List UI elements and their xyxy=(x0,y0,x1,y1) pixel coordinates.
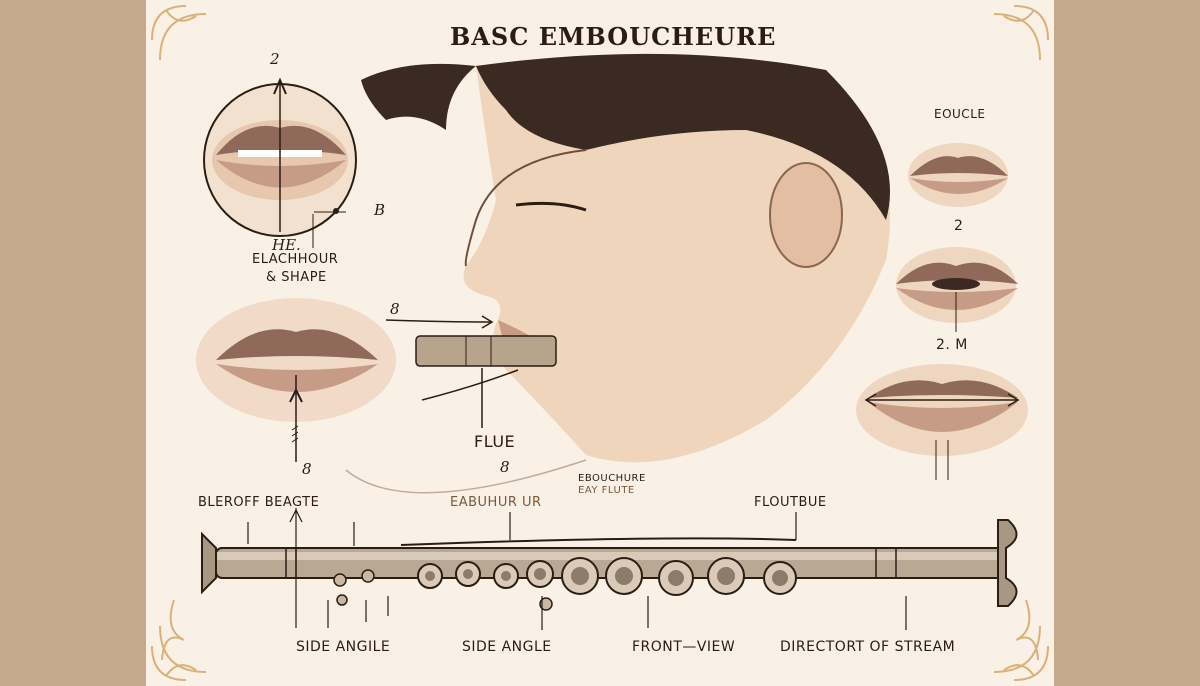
lips-closeup-circle xyxy=(203,77,357,248)
label-front-view: FRONT—VIEW xyxy=(632,639,736,655)
label-eabuhur-ur: EABUHUR UR xyxy=(450,495,542,510)
label-eay-flute: EAY FLUTE xyxy=(578,485,635,496)
illustration-artwork xyxy=(151,5,1049,681)
flute-body xyxy=(201,519,1018,611)
illustration-sheet: BASC EMBOUCHEURE 2 B HE. ELACHHOUR & SHA… xyxy=(146,0,1054,686)
label-bleroff-beagte: BLEROFF BEAGTE xyxy=(198,495,320,510)
page-title: BASC EMBOUCHEURE xyxy=(450,22,777,51)
label-floutbue: FLOUTBUE xyxy=(754,495,827,510)
label-he: HE. xyxy=(272,236,301,254)
label-circle-b: B xyxy=(374,201,386,219)
label-arrow-8: 8 xyxy=(390,300,400,318)
lips-side-views-right xyxy=(856,143,1028,480)
label-right-2m: 2. M xyxy=(936,337,968,353)
face-profile xyxy=(345,53,890,494)
label-flute-8: 8 xyxy=(500,458,510,476)
label-side-angle-1: SIDE ANGILE xyxy=(296,639,391,655)
label-top-number: 2 xyxy=(270,50,280,68)
label-eoucle: EOUCLE xyxy=(934,107,986,121)
label-lower-8: 8 xyxy=(302,460,312,478)
flute-mouthpiece xyxy=(385,315,557,428)
corner-ornaments xyxy=(151,5,1049,681)
label-right-2: 2 xyxy=(954,218,964,234)
label-elachhour: ELACHHOUR xyxy=(252,252,339,267)
label-shape: & SHAPE xyxy=(266,270,327,285)
right-background-panel xyxy=(1054,0,1200,686)
label-side-angle-2: SIDE ANGLE xyxy=(462,639,552,655)
callout-lines xyxy=(247,508,907,630)
label-director-of-stream: DIRECTORT OF STREAM xyxy=(780,639,956,655)
left-background-panel xyxy=(0,0,146,686)
lips-front-view-left xyxy=(196,298,396,462)
label-ebouchure: EBOUCHURE xyxy=(578,473,646,484)
label-flute: FLUE xyxy=(474,432,516,451)
